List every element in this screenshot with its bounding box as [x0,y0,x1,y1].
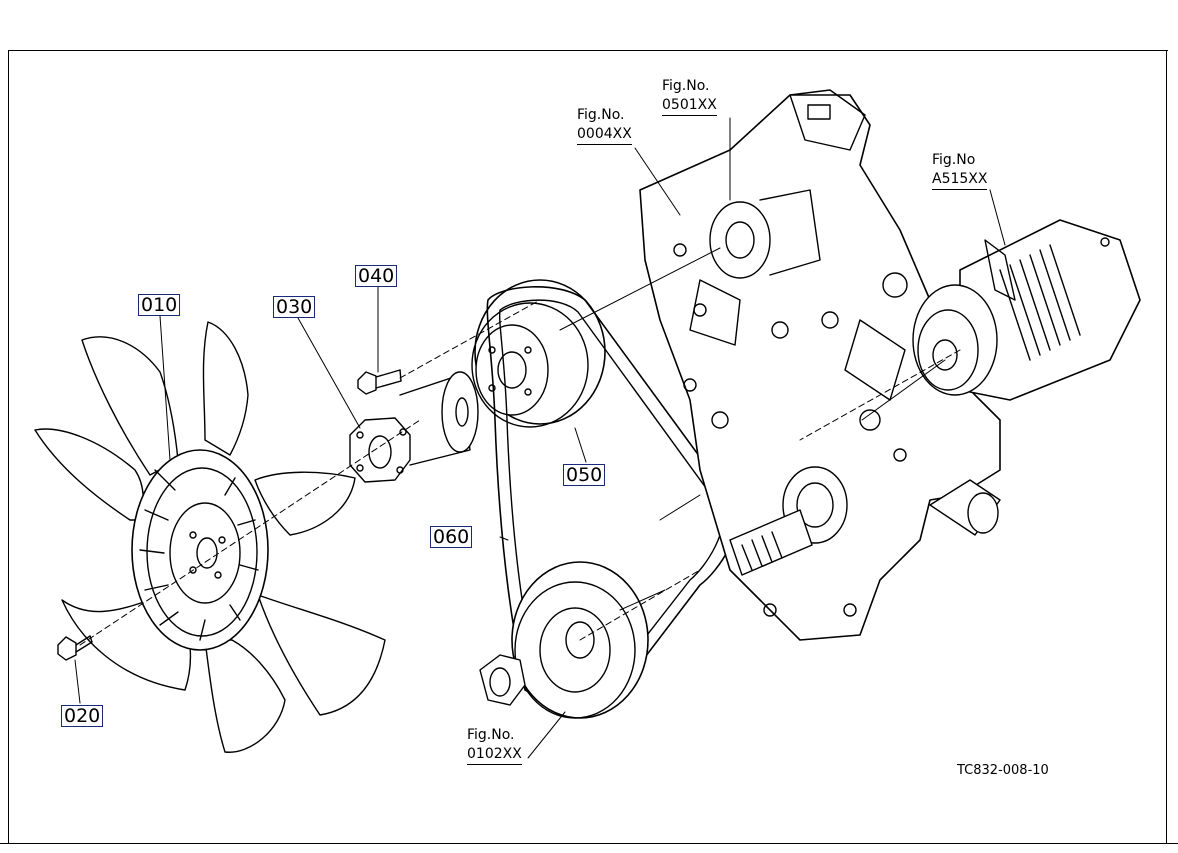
callout-050[interactable]: 050 [563,464,606,486]
callout-030[interactable]: 030 [273,296,316,318]
figref-0501xx-code: 0501XX [662,96,717,116]
figref-0004xx-label: Fig.No. [577,107,625,123]
frame-right-line [1166,50,1167,843]
figref-0102xx-code: 0102XX [467,745,522,765]
bolt-040-drawing [357,369,402,395]
callout-060[interactable]: 060 [430,526,473,548]
callout-010[interactable]: 010 [138,294,181,316]
center-lines [79,299,961,646]
leader-lines [74,117,1006,759]
drawing-code: TC832-008-10 [957,763,1049,778]
frame-left-line [8,50,9,843]
spacer-030-drawing [349,371,479,483]
frame-bottom-line [0,843,1178,844]
engine-block-drawing [639,89,1001,641]
figref-0102xx[interactable]: Fig.No. 0102XX [467,726,522,765]
callout-020[interactable]: 020 [61,705,104,727]
figref-0004xx[interactable]: Fig.No. 0004XX [577,106,632,145]
figref-a515xx[interactable]: Fig.No A515XX [932,151,988,190]
figref-a515xx-label: Fig.No [932,152,976,168]
figref-0004xx-code: 0004XX [577,125,632,145]
pulley-050-drawing [471,279,606,428]
bolt-020-drawing [57,635,93,661]
figref-0102xx-label: Fig.No. [467,727,515,743]
fan-drawing [34,321,386,753]
callout-040[interactable]: 040 [355,265,398,287]
frame-top-line [8,50,1168,51]
alternator-drawing [912,219,1141,401]
nut-drawing [479,654,526,706]
figref-0501xx[interactable]: Fig.No. 0501XX [662,77,717,116]
figref-0501xx-label: Fig.No. [662,78,710,94]
figref-a515xx-code: A515XX [932,170,988,190]
